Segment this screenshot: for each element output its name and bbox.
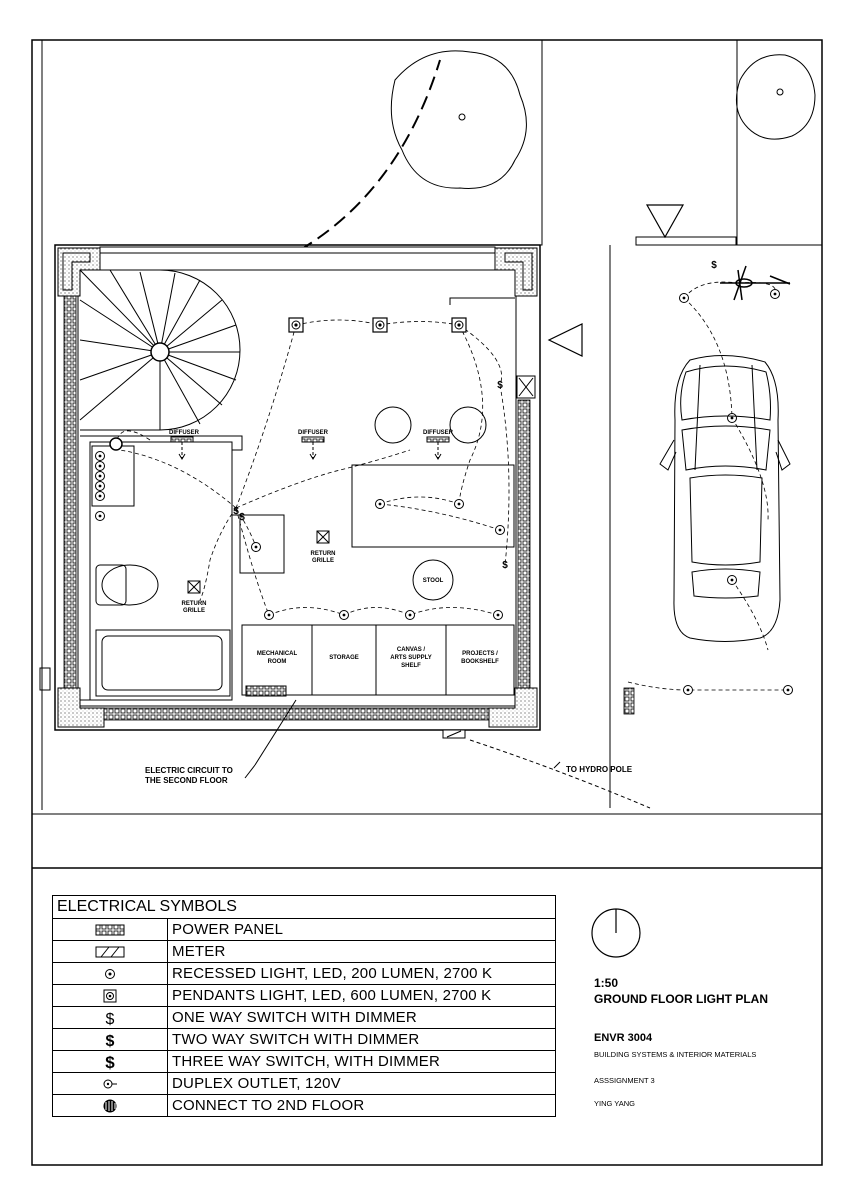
legend-label: ONE WAY SWITCH WITH DIMMER xyxy=(167,1006,556,1029)
return-grille-icons xyxy=(187,530,330,594)
hydro-pole-label: TO HYDRO POLE xyxy=(566,765,633,774)
connect-2nd-floor-icon xyxy=(52,1094,168,1117)
pendant-light-icon xyxy=(288,317,304,333)
three-way-switch-icon: $ xyxy=(52,1050,168,1073)
legend-row: DUPLEX OUTLET, 120V xyxy=(52,1072,556,1095)
diffuser-label-2: DIFFUSER xyxy=(298,430,329,436)
assignment-label: ASSSIGNMENT 3 xyxy=(594,1076,655,1085)
bathroom xyxy=(80,435,243,701)
legend-row: POWER PANEL xyxy=(52,918,556,941)
room-partitions xyxy=(39,297,536,739)
course-code: ENVR 3004 xyxy=(594,1032,653,1044)
svg-text:$: $ xyxy=(497,380,503,391)
bicycle xyxy=(720,265,791,301)
recessed-light-icon xyxy=(52,962,168,985)
storage-label: STORAGE xyxy=(329,655,359,661)
legend-row: PENDANTS LIGHT, LED, 600 LUMEN, 2700 K xyxy=(52,984,556,1007)
pendant-light-icon xyxy=(372,317,388,333)
legend-row: $ TWO WAY SWITCH WITH DIMMER xyxy=(52,1028,556,1051)
legend-label: POWER PANEL xyxy=(167,918,556,941)
legend-label: METER xyxy=(167,940,556,963)
course-name: BUILDING SYSTEMS & INTERIOR MATERIALS xyxy=(594,1050,757,1059)
legend-row: $ THREE WAY SWITCH, WITH DIMMER xyxy=(52,1050,556,1073)
svg-text:$: $ xyxy=(105,1053,115,1071)
drawing-scale: 1:50 xyxy=(594,976,619,990)
legend-row: $ ONE WAY SWITCH WITH DIMMER xyxy=(52,1006,556,1029)
pendant-light-icon xyxy=(52,984,168,1007)
car xyxy=(659,354,791,642)
legend-label: THREE WAY SWITCH, WITH DIMMER xyxy=(167,1050,556,1073)
wiring xyxy=(115,281,788,691)
legend-label: RECESSED LIGHT, LED, 200 LUMEN, 2700 K xyxy=(167,962,556,985)
legend-label: TWO WAY SWITCH WITH DIMMER xyxy=(167,1028,556,1051)
two-way-switch-icon: $ xyxy=(52,1028,168,1051)
legend-label: PENDANTS LIGHT, LED, 600 LUMEN, 2700 K xyxy=(167,984,556,1007)
drawing-title: GROUND FLOOR LIGHT PLAN xyxy=(594,992,768,1006)
recessed-lights xyxy=(95,289,793,695)
switch-icons: $$ $ $ $ xyxy=(233,260,717,571)
outer-border xyxy=(31,39,823,1166)
pendant-light-icon xyxy=(451,317,467,333)
meter-icon xyxy=(52,940,168,963)
stool-label: STOOL xyxy=(423,578,444,584)
svg-text:$: $ xyxy=(233,506,239,517)
diffusers xyxy=(170,436,450,460)
legend-row: RECESSED LIGHT, LED, 200 LUMEN, 2700 K xyxy=(52,962,556,985)
entry-triangle xyxy=(547,323,583,357)
one-way-switch-icon: $ xyxy=(52,1006,168,1029)
diffuser-label-3: DIFFUSER xyxy=(423,430,454,436)
electrical-symbols-legend: ELECTRICAL SYMBOLS POWER PANEL METER REC… xyxy=(52,895,556,1117)
tree-2 xyxy=(735,54,816,140)
legend-row: METER xyxy=(52,940,556,963)
north-triangle xyxy=(645,204,685,239)
svg-text:$: $ xyxy=(711,260,717,271)
tree-1 xyxy=(390,50,527,189)
svg-text:$: $ xyxy=(106,1011,115,1027)
diffuser-label-1: DIFFUSER xyxy=(169,430,200,436)
spiral-stair xyxy=(79,269,241,431)
power-panel-icon xyxy=(52,918,168,941)
legend-label: CONNECT TO 2ND FLOOR xyxy=(167,1094,556,1117)
legend-title: ELECTRICAL SYMBOLS xyxy=(52,895,556,919)
svg-text:$: $ xyxy=(239,512,245,523)
projects-bookshelf-label: PROJECTS /BOOKSHELF xyxy=(461,651,499,665)
svg-text:$: $ xyxy=(106,1033,115,1049)
duplex-outlet-icon xyxy=(52,1072,168,1095)
svg-text:$: $ xyxy=(502,560,508,571)
legend-label: DUPLEX OUTLET, 120V xyxy=(167,1072,556,1095)
author-name: YING YANG xyxy=(594,1099,635,1108)
building-walls xyxy=(54,244,541,731)
legend-row: CONNECT TO 2ND FLOOR xyxy=(52,1094,556,1117)
